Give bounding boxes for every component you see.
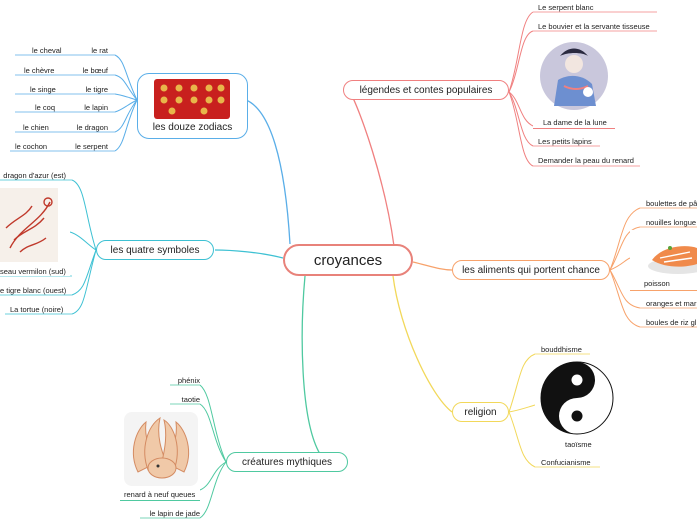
zodiac-image bbox=[154, 79, 230, 119]
leaf-lapin[interactable]: le lapin bbox=[84, 103, 108, 112]
renard-image bbox=[124, 412, 198, 486]
leaf-serpent-blanc[interactable]: Le serpent blanc bbox=[538, 3, 594, 12]
renard-card[interactable]: renard à neuf queues bbox=[120, 408, 200, 501]
leaf-cheval[interactable]: le cheval bbox=[32, 46, 62, 55]
leaf-chevre[interactable]: le chèvre bbox=[24, 66, 55, 75]
leaf-taoisme: taoïsme bbox=[565, 440, 592, 449]
leaf-dragon[interactable]: le dragon bbox=[76, 123, 108, 132]
leaf-serpent[interactable]: le serpent bbox=[75, 142, 108, 151]
edge-symboles bbox=[214, 249, 284, 259]
leaf-singe[interactable]: le singe bbox=[30, 85, 56, 94]
central-topic[interactable]: croyances bbox=[283, 244, 413, 276]
leaf-oiseau-vermilon: seau vermilon (sud) bbox=[0, 267, 66, 276]
leaf-tigre-blanc[interactable]: e tigre blanc (ouest) bbox=[0, 286, 67, 295]
leaf-rat[interactable]: le rat bbox=[91, 46, 108, 55]
branch-creatures[interactable]: créatures mythiques bbox=[226, 452, 348, 472]
leaf-oranges[interactable]: oranges et mar bbox=[646, 299, 697, 308]
leaf-boeuf[interactable]: le bœuf bbox=[82, 66, 108, 75]
edge-creatures bbox=[301, 275, 321, 455]
leaf-boulettes[interactable]: boulettes de pâ bbox=[646, 199, 697, 208]
leaf-cochon[interactable]: le cochon bbox=[15, 142, 48, 151]
vermilon-card[interactable]: seau vermilon (sud) bbox=[0, 188, 70, 276]
leaf-nouilles[interactable]: nouilles longue bbox=[646, 218, 697, 227]
leaf-dame-lune: La dame de la lune bbox=[543, 118, 607, 127]
branch-aliments[interactable]: les aliments qui portent chance bbox=[452, 260, 610, 280]
oiseau-vermilon-image bbox=[0, 188, 58, 262]
leaf-chien[interactable]: le chien bbox=[23, 123, 49, 132]
dame-lune-card[interactable]: La dame de la lune bbox=[533, 38, 615, 129]
dame-lune-image bbox=[540, 42, 608, 110]
edge-legendes bbox=[349, 91, 395, 247]
poisson-image bbox=[648, 246, 697, 274]
leaf-peau-renard[interactable]: Demander la peau du renard bbox=[538, 156, 634, 165]
leaf-poisson: poisson bbox=[644, 279, 670, 288]
leaf-petits-lapins[interactable]: Les petits lapins bbox=[538, 137, 592, 146]
leaf-lapin-jade[interactable]: le lapin de jade bbox=[149, 509, 200, 518]
leaf-tigre[interactable]: le tigre bbox=[85, 85, 108, 94]
edge-zodiacs bbox=[245, 99, 291, 245]
leaf-bouddhisme[interactable]: bouddhisme bbox=[541, 345, 582, 354]
zodiacs-label: les douze zodiacs bbox=[152, 122, 233, 133]
branch-religion[interactable]: religion bbox=[452, 402, 509, 422]
leaf-dragon-azur[interactable]: dragon d'azur (est) bbox=[3, 171, 66, 180]
leaf-tortue[interactable]: La tortue (noire) bbox=[10, 305, 64, 314]
leaf-renard: renard à neuf queues bbox=[124, 490, 196, 499]
poisson-card[interactable]: poisson bbox=[630, 230, 697, 291]
edge-religion bbox=[392, 275, 453, 413]
branch-zodiacs[interactable]: les douze zodiacs bbox=[137, 73, 248, 139]
edge-aliments bbox=[412, 261, 453, 271]
leaf-confucianisme[interactable]: Confucianisme bbox=[541, 458, 591, 467]
leaf-taotie[interactable]: taotie bbox=[181, 395, 200, 404]
leaf-bouvier[interactable]: Le bouvier et la servante tisseuse bbox=[538, 22, 650, 31]
branch-symboles[interactable]: les quatre symboles bbox=[96, 240, 214, 260]
branch-legendes[interactable]: légendes et contes populaires bbox=[343, 80, 509, 100]
leaf-boules-riz[interactable]: boules de riz gl bbox=[646, 318, 697, 327]
yin-yang-icon bbox=[540, 361, 614, 435]
taoisme-card[interactable]: taoïsme bbox=[535, 360, 620, 452]
leaf-coq[interactable]: le coq bbox=[35, 103, 56, 112]
leaf-phenix[interactable]: phénix bbox=[177, 376, 200, 385]
